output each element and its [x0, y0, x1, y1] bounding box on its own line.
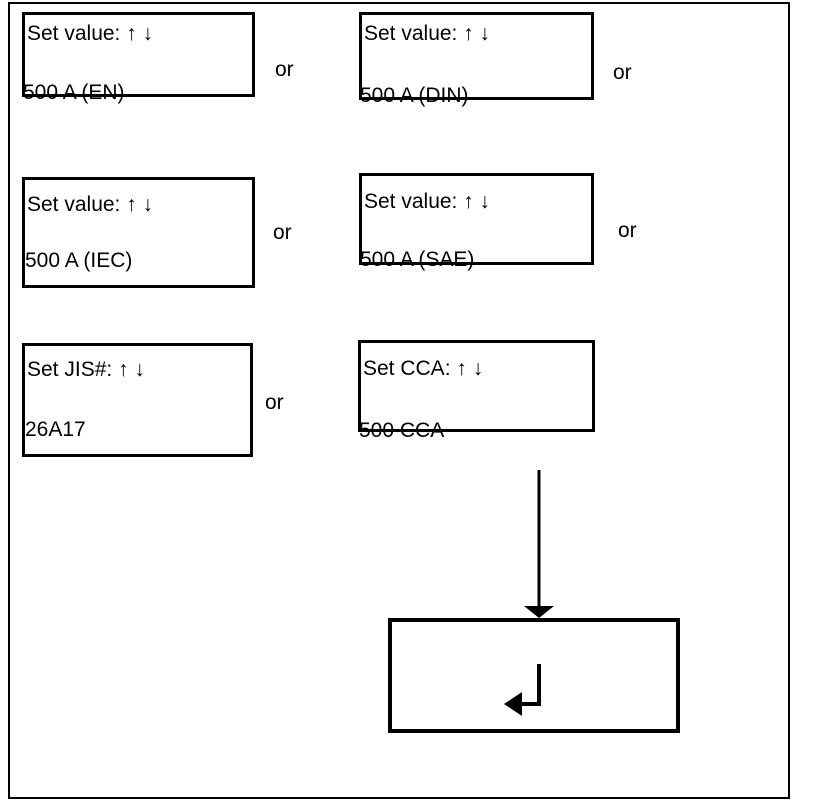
or-label-3: or — [273, 221, 292, 244]
lcd-line2-iec: 500 A (IEC) — [25, 249, 133, 272]
lcd-line2-jis: 26A17 — [25, 418, 86, 441]
or-label-2: or — [613, 61, 632, 84]
lcd-line2-din: 500 A (DIN) — [360, 84, 469, 107]
lcd-line2-cca: 500 CCA — [359, 419, 445, 442]
lcd-box-set-value-iec — [22, 177, 255, 288]
down-arrow-icon — [524, 470, 554, 618]
enter-box — [388, 618, 680, 733]
or-label-4: or — [618, 219, 637, 242]
lcd-box-set-jis — [22, 343, 253, 457]
page-border — [8, 2, 790, 799]
lcd-box-set-value-en — [22, 12, 255, 97]
lcd-line1-din: Set value: ↑ ↓ — [364, 22, 491, 45]
lcd-box-set-cca — [358, 340, 595, 432]
or-label-1: or — [275, 58, 294, 81]
lcd-line1-en: Set value: ↑ ↓ — [27, 22, 154, 45]
lcd-line2-en: 500 A (EN) — [23, 81, 125, 104]
lcd-line1-iec: Set value: ↑ ↓ — [27, 193, 154, 216]
lcd-box-set-value-din — [359, 12, 594, 100]
or-label-5: or — [265, 391, 284, 414]
lcd-box-set-value-sae — [359, 173, 594, 265]
lcd-line1-jis: Set JIS#: ↑ ↓ — [27, 358, 145, 381]
lcd-line2-sae: 500 A (SAE) — [360, 248, 475, 271]
enter-arrow-icon — [504, 664, 541, 716]
lcd-line1-sae: Set value: ↑ ↓ — [364, 190, 491, 213]
lcd-line1-cca: Set CCA: ↑ ↓ — [363, 357, 484, 380]
